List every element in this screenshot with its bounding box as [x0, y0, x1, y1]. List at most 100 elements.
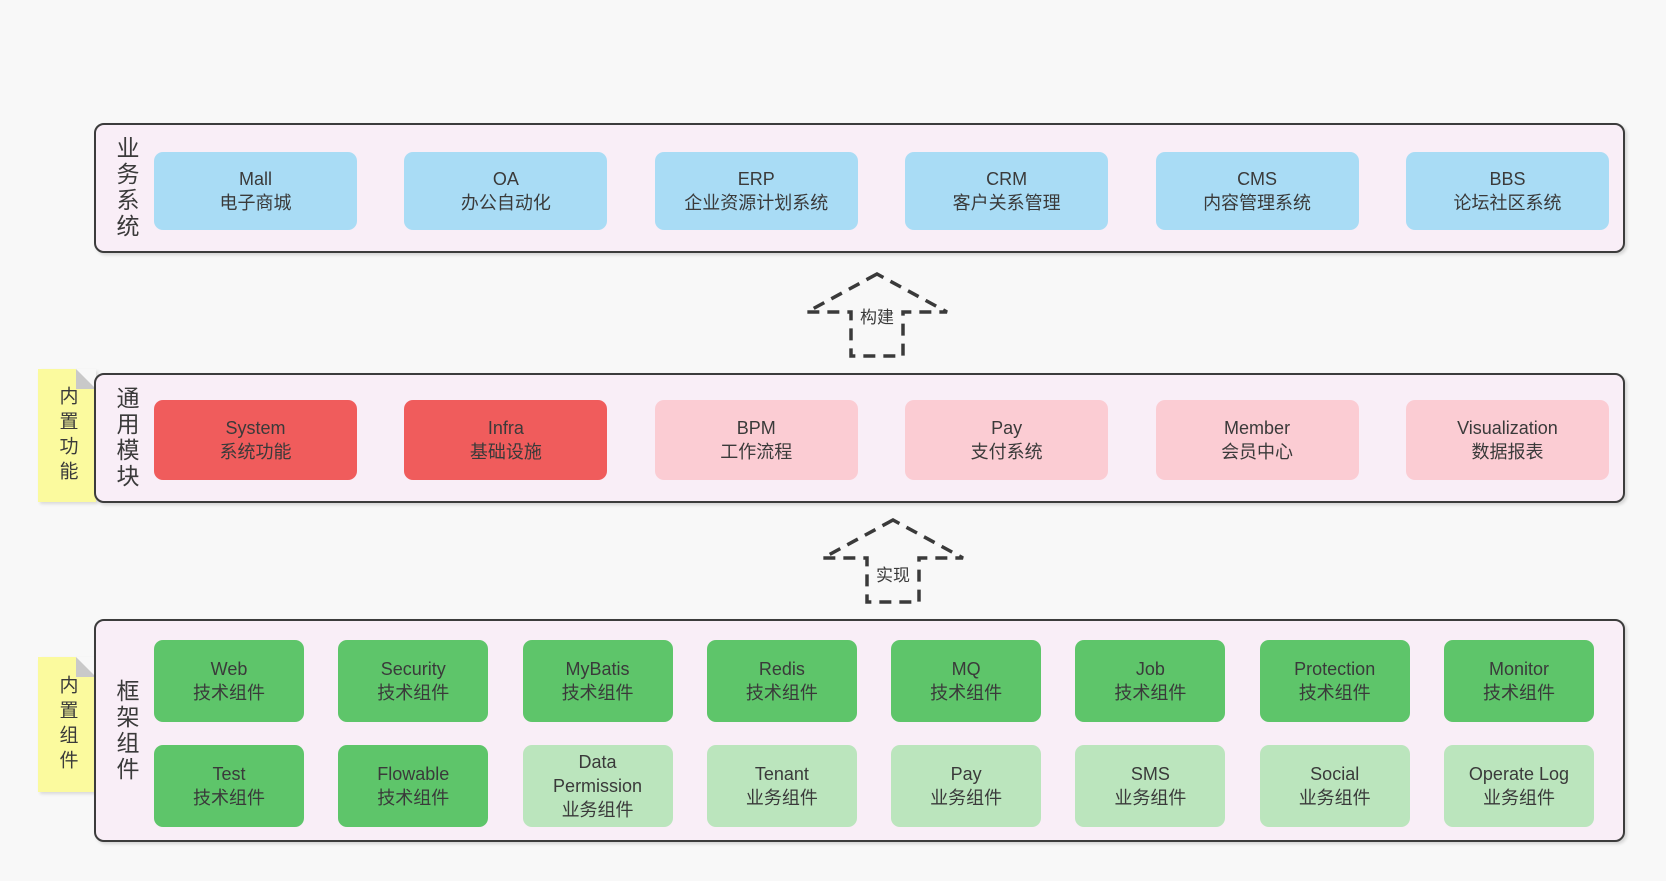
box-subtitle: 论坛社区系统: [1453, 193, 1562, 213]
box-title: Redis: [758, 658, 805, 679]
box-subtitle: 客户关系管理: [952, 193, 1061, 213]
box-title: OA: [492, 168, 519, 189]
box-title: SMS: [1130, 763, 1170, 784]
box-title: Pay: [991, 417, 1023, 438]
box-sms: SMS 业务组件: [1075, 745, 1226, 827]
box-subtitle: 技术组件: [193, 788, 265, 808]
box-title: BBS: [1489, 168, 1526, 189]
box-subtitle: 系统功能: [219, 442, 292, 462]
box-subtitle: 电子商城: [219, 193, 292, 213]
section-framework-components: 框架组件 Web 技术组件 Security 技术组件 MyBatis 技术组件…: [94, 619, 1625, 842]
arrow-build: 构建: [805, 272, 949, 360]
box-subtitle: 办公自动化: [460, 193, 551, 213]
note-built-in-components: 内置组件: [38, 657, 96, 792]
box-title: ERP: [737, 168, 775, 189]
box-operate-log: Operate Log 业务组件: [1443, 745, 1594, 827]
box-protection: Protection 技术组件: [1259, 640, 1410, 722]
section-common-modules: 通用模块 System 系统功能 Infra 基础设施 BPM 工作流程 Pay…: [94, 373, 1625, 503]
box-title: BPM: [736, 417, 776, 438]
box-title: System: [225, 417, 286, 438]
box-subtitle: 技术组件: [377, 788, 450, 808]
box-subtitle: 业务组件: [561, 800, 634, 821]
section-label-framework-components: 框架组件: [113, 678, 139, 783]
box-mybatis: MyBatis 技术组件: [522, 640, 673, 722]
box-subtitle: 会员中心: [1221, 442, 1294, 462]
box-web: Web 技术组件: [154, 640, 304, 722]
box-flowable: Flowable 技术组件: [338, 745, 489, 827]
box-title: Infra: [487, 417, 524, 438]
section-label-business-systems: 业务系统: [113, 136, 139, 240]
box-crm: CRM 客户关系管理: [905, 152, 1109, 230]
box-system: System 系统功能: [154, 400, 357, 480]
box-social: Social 业务组件: [1259, 745, 1410, 827]
box-cms: CMS 内容管理系统: [1155, 152, 1359, 230]
box-subtitle: 工作流程: [720, 442, 793, 462]
box-erp: ERP 企业资源计划系统: [654, 152, 858, 230]
box-subtitle: 技术组件: [1114, 683, 1187, 703]
box-subtitle: 业务组件: [1482, 788, 1555, 808]
box-title: CRM: [986, 168, 1028, 189]
box-title: Test: [212, 763, 246, 784]
box-pay-module: Pay 支付系统: [905, 400, 1109, 480]
up-arrow-icon: [806, 272, 948, 358]
modules-boxes-row: System 系统功能 Infra 基础设施 BPM 工作流程 Pay 支付系统…: [154, 400, 1609, 480]
box-title: Protection: [1294, 658, 1376, 679]
box-subtitle: 支付系统: [970, 442, 1043, 462]
box-bbs: BBS 论坛社区系统: [1405, 152, 1609, 230]
box-title: Mall: [238, 168, 272, 189]
box-subtitle: 业务组件: [745, 788, 818, 808]
box-subtitle: 数据报表: [1471, 442, 1544, 462]
arrow-implement: 实现: [821, 518, 965, 606]
box-title: Monitor: [1488, 658, 1549, 679]
box-security: Security 技术组件: [338, 640, 489, 722]
box-title: MQ: [951, 658, 981, 679]
box-subtitle: 技术组件: [1298, 683, 1371, 703]
box-member: Member 会员中心: [1155, 400, 1359, 480]
box-tenant: Tenant 业务组件: [706, 745, 857, 827]
section-business-systems: 业务系统 Mall 电子商城 OA 办公自动化 ERP 企业资源计划系统 CRM…: [94, 123, 1625, 253]
box-title: Social: [1310, 763, 1360, 784]
box-subtitle: 企业资源计划系统: [684, 193, 829, 213]
box-subtitle: 技术组件: [377, 683, 450, 703]
box-subtitle: 内容管理系统: [1203, 193, 1312, 213]
framework-boxes-row-1: Web 技术组件 Security 技术组件 MyBatis 技术组件 Redi…: [154, 640, 1594, 722]
box-oa: OA 办公自动化: [404, 152, 608, 230]
box-subtitle: 技术组件: [1482, 683, 1555, 703]
box-subtitle: 技术组件: [930, 683, 1003, 703]
box-infra: Infra 基础设施: [404, 400, 608, 480]
box-pay-component: Pay 业务组件: [891, 745, 1042, 827]
box-bpm: BPM 工作流程: [654, 400, 858, 480]
box-subtitle: 业务组件: [930, 788, 1003, 808]
box-job: Job 技术组件: [1075, 640, 1226, 722]
note-built-in-features: 内置功能: [38, 369, 96, 502]
box-subtitle: 技术组件: [193, 683, 265, 703]
arrow-implement-label: 实现: [874, 560, 912, 587]
box-data-permission: Data Permission 业务组件: [522, 745, 673, 827]
box-monitor: Monitor 技术组件: [1443, 640, 1594, 722]
box-visualization: Visualization 数据报表: [1405, 400, 1609, 480]
box-title: Security: [380, 658, 446, 679]
framework-boxes-row-2: Test 技术组件 Flowable 技术组件 Data Permission …: [154, 745, 1594, 827]
box-title: Visualization: [1457, 417, 1558, 438]
box-title: Web: [210, 658, 248, 679]
box-mall: Mall 电子商城: [154, 152, 357, 230]
box-title: CMS: [1237, 168, 1278, 189]
box-subtitle: 基础设施: [469, 442, 542, 462]
box-subtitle: 技术组件: [745, 683, 818, 703]
arrow-build-label: 构建: [858, 302, 896, 329]
box-subtitle: 技术组件: [561, 683, 634, 703]
box-title: Job: [1135, 658, 1165, 679]
section-label-common-modules: 通用模块: [113, 386, 139, 490]
box-title: Operate Log: [1468, 763, 1569, 784]
box-title: Flowable: [377, 763, 450, 784]
box-subtitle: 业务组件: [1114, 788, 1187, 808]
up-arrow-icon: [822, 518, 964, 604]
box-subtitle: 业务组件: [1298, 788, 1371, 808]
box-title: Member: [1224, 417, 1291, 438]
box-title: Data Permission: [553, 751, 643, 796]
box-title: Tenant: [754, 763, 809, 784]
box-redis: Redis 技术组件: [706, 640, 857, 722]
box-title: MyBatis: [565, 658, 630, 679]
business-boxes-row: Mall 电子商城 OA 办公自动化 ERP 企业资源计划系统 CRM 客户关系…: [154, 152, 1609, 230]
box-mq: MQ 技术组件: [891, 640, 1042, 722]
